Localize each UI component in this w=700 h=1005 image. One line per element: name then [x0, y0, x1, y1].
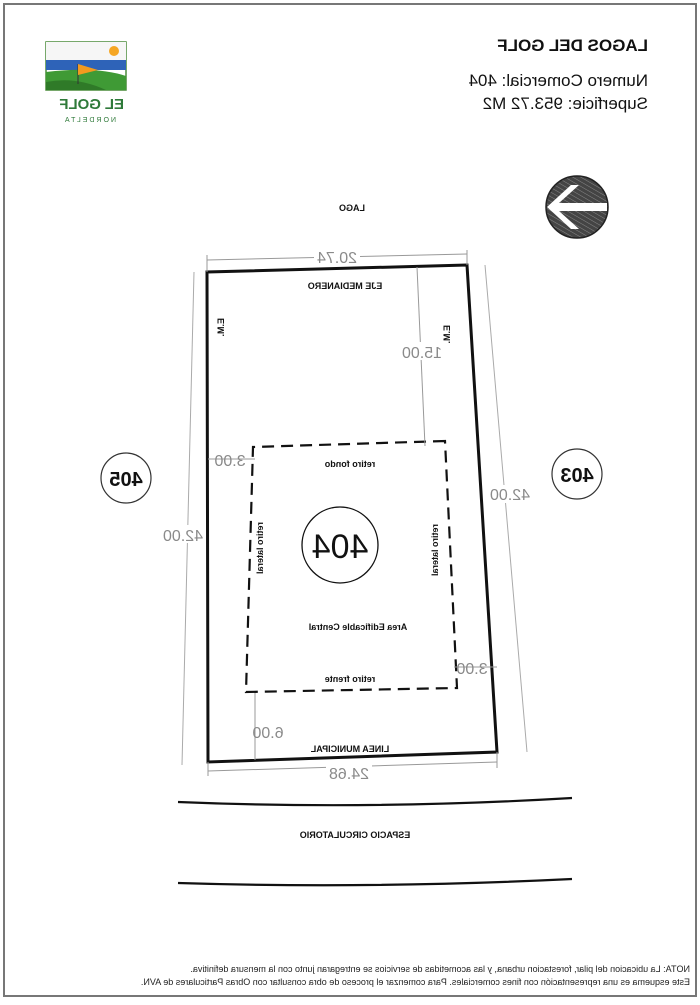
- logo-sub: NORDELTA: [63, 117, 116, 124]
- svg-text:3.00: 3.00: [456, 661, 487, 678]
- retiro-frente-label: retiro frente: [325, 674, 376, 684]
- buildable-area: [244, 439, 459, 694]
- svg-text:15.00: 15.00: [402, 345, 442, 362]
- dim-left-depth: 42.00: [161, 271, 205, 766]
- note: NOTA: La ubicacion del pilar, forestacio…: [141, 964, 690, 987]
- retiro-fondo-label: retiro fondo: [324, 459, 375, 469]
- header: LAGOS DEL GOLF Numero Comercial: 404 Sup…: [468, 36, 648, 113]
- buildable-area-label: Area Edificable Central: [309, 622, 408, 632]
- street-edge-bottom: [177, 877, 573, 887]
- neighbor-lot-403: 403: [551, 448, 603, 500]
- note-line-1: NOTA: La ubicacion del pilar, forestacio…: [190, 964, 690, 974]
- logo: EL GOLF NORDELTA: [45, 41, 127, 124]
- logo-name: EL GOLF: [59, 96, 124, 113]
- dim-side-setback-left: 3.00: [208, 453, 255, 470]
- street-edge-top: [177, 796, 573, 807]
- dim-front-width: 24.68: [207, 752, 498, 783]
- svg-text:405: 405: [109, 469, 142, 491]
- dim-rear-setback: 15.00: [400, 266, 444, 447]
- eje-medianero-label: EJE MEDIANERO: [308, 281, 383, 291]
- note-line-2: Este esquema es una representación con f…: [141, 977, 690, 987]
- svg-text:20.74: 20.74: [317, 250, 357, 267]
- lago-label: LAGO: [339, 203, 365, 213]
- north-arrow-icon: [545, 175, 609, 239]
- page-frame: [3, 3, 697, 997]
- svg-text:6.00: 6.00: [252, 725, 283, 742]
- em-tag-right: E.M.: [442, 325, 452, 344]
- superficie: Superficie: 953.72 M2: [483, 94, 648, 113]
- svg-text:24.68: 24.68: [329, 766, 369, 783]
- svg-text:42.00: 42.00: [490, 487, 530, 504]
- svg-text:42.00: 42.00: [163, 528, 203, 545]
- retiro-lateral-left: retiro lateral: [255, 522, 265, 574]
- golf-flag-landscape-icon: [45, 41, 127, 91]
- neighbor-lot-405: 405: [100, 452, 152, 504]
- svg-text:403: 403: [560, 465, 593, 487]
- svg-text:404: 404: [312, 528, 369, 566]
- lot-number-badge: 404: [301, 506, 379, 584]
- svg-text:3.00: 3.00: [214, 453, 245, 470]
- em-tag-left: E.M.: [216, 318, 226, 337]
- retiro-lateral-right: retiro lateral: [430, 524, 440, 576]
- dim-rear-width: 20.74: [206, 246, 468, 272]
- project-title: LAGOS DEL GOLF: [497, 36, 648, 55]
- numero-comercial: Numero Comercial: 404: [468, 71, 648, 90]
- linea-municipal-label: LINEA MUNICIPAL: [310, 744, 389, 754]
- dim-right-depth: 42.00: [484, 264, 531, 753]
- dim-front-setback: 6.00: [252, 693, 284, 760]
- dim-side-setback-right: 3.00: [454, 661, 497, 678]
- espacio-circulatorio-label: ESPACIO CIRCULATORIO: [300, 830, 411, 840]
